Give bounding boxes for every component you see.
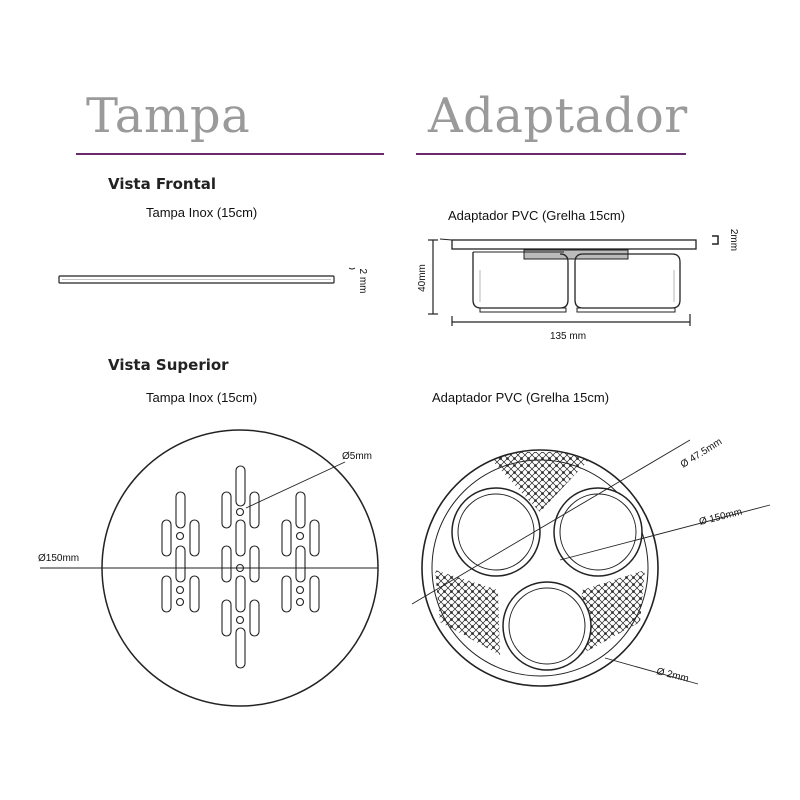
adapter-width-label: 135 mm — [550, 331, 586, 342]
adapter-mesh-right — [580, 570, 645, 655]
section-vista-superior: Vista Superior — [108, 356, 229, 374]
title-rule-left — [76, 153, 384, 155]
tampa-thickness-label: 2 mm — [357, 269, 368, 294]
adapter-diameter-leader — [559, 504, 771, 561]
title-rule-right — [416, 153, 686, 155]
caption-adapter-top: Adaptador PVC (Grelha 15cm) — [432, 390, 610, 405]
caption-tampa-top: Tampa Inox (15cm) — [146, 390, 258, 405]
adapter-front-body — [439, 238, 697, 313]
adapter-diameter-label: Ø 150mm — [698, 507, 743, 528]
tampa-hole-label: Ø5mm — [342, 451, 372, 462]
caption-tampa-front: Tampa Inox (15cm) — [146, 205, 258, 220]
tampa-thickness-mark — [348, 267, 356, 270]
adapter-hole-leader — [604, 657, 699, 685]
tampa-diameter-label: Ø150mm — [38, 553, 79, 564]
tampa-slot-pattern — [161, 465, 320, 669]
adapter-opening-label: Ø 47.5mm — [679, 436, 724, 470]
adapter-opening-leader — [411, 439, 691, 605]
tampa-hole-leader — [245, 461, 346, 509]
section-vista-frontal: Vista Frontal — [108, 175, 217, 193]
tampa-front-plate — [58, 275, 335, 284]
adapter-mesh-left — [435, 570, 500, 655]
title-adaptador: Adaptador — [428, 88, 688, 144]
adapter-top-body — [421, 449, 659, 687]
adapter-flange-label: 2mm — [728, 229, 739, 251]
adapter-flange-mark — [712, 235, 719, 245]
adapter-height-dimension — [428, 239, 438, 315]
adapter-mesh-top — [484, 452, 596, 512]
adapter-width-dimension — [451, 314, 691, 326]
adapter-height-label: 40mm — [417, 264, 428, 292]
title-tampa: Tampa — [86, 88, 251, 144]
caption-adapter-front: Adaptador PVC (Grelha 15cm) — [448, 208, 626, 223]
adapter-hole-label: Ø 2mm — [655, 666, 689, 685]
